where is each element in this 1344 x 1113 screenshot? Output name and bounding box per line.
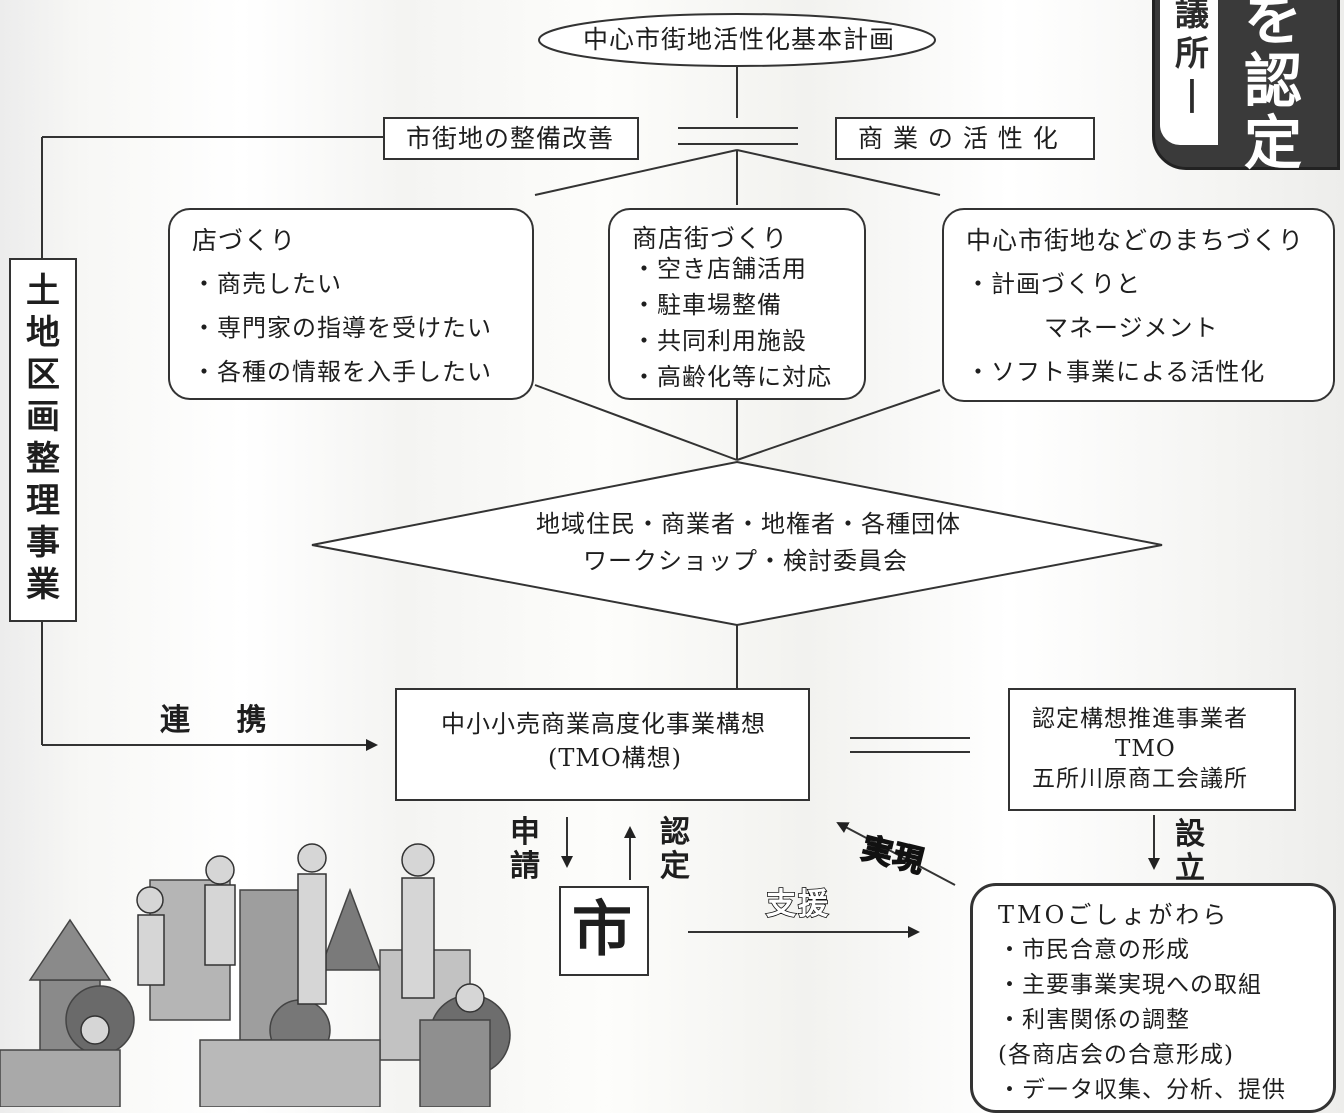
person-head [80, 1015, 110, 1045]
building [199, 1039, 381, 1107]
list-item: ・駐車場整備 [632, 291, 782, 319]
establish-label: 設 立 [1175, 817, 1205, 886]
shop-building-box [168, 208, 534, 400]
list-item: ・データ収集、分析、提供 [998, 1077, 1286, 1103]
list-item: ・利害関係の調整 [998, 1007, 1190, 1033]
shopping-street-title: 商店街づくり [632, 224, 789, 253]
list-item: ・計画づくりと [966, 270, 1141, 298]
badge-column-2: を 認 定 [1243, 0, 1302, 177]
promoter-line-1: 認定構想推進事業者 [1032, 706, 1248, 732]
plan-title: 中心市街地活性化基本計画 [583, 25, 896, 54]
list-item: マネージメント [1044, 314, 1219, 342]
tmo-plan-line-1: 中小小売商業高度化事業構想 [441, 710, 766, 738]
tmo-goshogawara-items: ・市民合意の形成 ・主要事業実現への取組 ・利害関係の調整 (各商店会の合意形成… [998, 933, 1286, 1108]
shop-building-title: 店づくり [192, 226, 297, 255]
building [419, 1019, 491, 1107]
person-head [455, 983, 485, 1013]
shopping-street-box [608, 208, 866, 400]
pillar-commerce-revitalization [835, 117, 1095, 160]
land-readjustment-box [9, 258, 77, 622]
promoter-line-2: TMO [1115, 736, 1176, 762]
town-development-box [942, 208, 1335, 402]
person-body [297, 873, 327, 1005]
shop-building-items: ・商売したい ・専門家の指導を受けたい ・各種の情報を入手したい [192, 262, 492, 394]
list-item: ・共同利用施設 [632, 327, 807, 355]
town-development-title: 中心市街地などのまちづくり [966, 226, 1305, 255]
land-readjustment-label: 土地区画整理事業 [26, 271, 60, 605]
approve-label: 認 定 [660, 815, 690, 884]
cooperation-label: 連 携 [160, 703, 285, 738]
list-item: ・空き店舗活用 [632, 255, 807, 283]
list-item: ・商売したい [192, 270, 342, 298]
badge-column-1: 議 所 | [1175, 0, 1209, 114]
diamond-line-2: ワークショップ・検討委員会 [583, 547, 908, 575]
list-item: ・市民合意の形成 [998, 937, 1190, 963]
support-label: 支援 [765, 887, 830, 922]
person-head [401, 843, 435, 877]
person-head [297, 843, 327, 873]
apply-label: 申 請 [510, 815, 540, 884]
pillar-urban-improvement-label: 市街地の整備改善 [406, 124, 615, 153]
list-item: ・各種の情報を入手したい [192, 358, 492, 386]
building [0, 1049, 121, 1107]
promoter-box [1008, 688, 1296, 811]
diamond-line-1: 地域住民・商業者・地権者・各種団体 [536, 510, 961, 538]
town-illustration [0, 843, 511, 1107]
list-item: ・高齢化等に対応 [632, 363, 832, 391]
person-body [204, 884, 236, 966]
shopping-street-items: ・空き店舗活用 ・駐車場整備 ・共同利用施設 ・高齢化等に対応 [632, 251, 832, 395]
list-item: (各商店会の合意形成) [998, 1042, 1234, 1068]
tmo-goshogawara-title: TMOごしょがわら [998, 901, 1230, 929]
tmo-plan-box [395, 688, 810, 801]
person-head [205, 855, 235, 885]
promoter-line-3: 五所川原商工会議所 [1032, 766, 1248, 792]
tmo-plan-line-2: (TMO構想) [548, 744, 682, 772]
pillar-urban-improvement [383, 117, 639, 160]
list-item: ・専門家の指導を受けたい [192, 314, 492, 342]
header-badge-inner [1160, 0, 1218, 145]
person-body [137, 914, 165, 986]
pillar-commerce-revitalization-label: 商 業 の 活 性 化 [858, 124, 1059, 153]
person-body [401, 877, 435, 999]
person-head [136, 886, 164, 914]
roof [318, 887, 382, 971]
town-development-items: ・計画づくりと マネージメント ・ソフト事業による活性化 [966, 262, 1265, 394]
city-label: 市 [572, 895, 632, 965]
list-item: ・ソフト事業による活性化 [966, 358, 1266, 386]
city-box [559, 886, 649, 976]
tmo-goshogawara-box [970, 883, 1336, 1113]
roof [28, 918, 112, 981]
list-item: ・主要事業実現への取組 [998, 972, 1262, 998]
